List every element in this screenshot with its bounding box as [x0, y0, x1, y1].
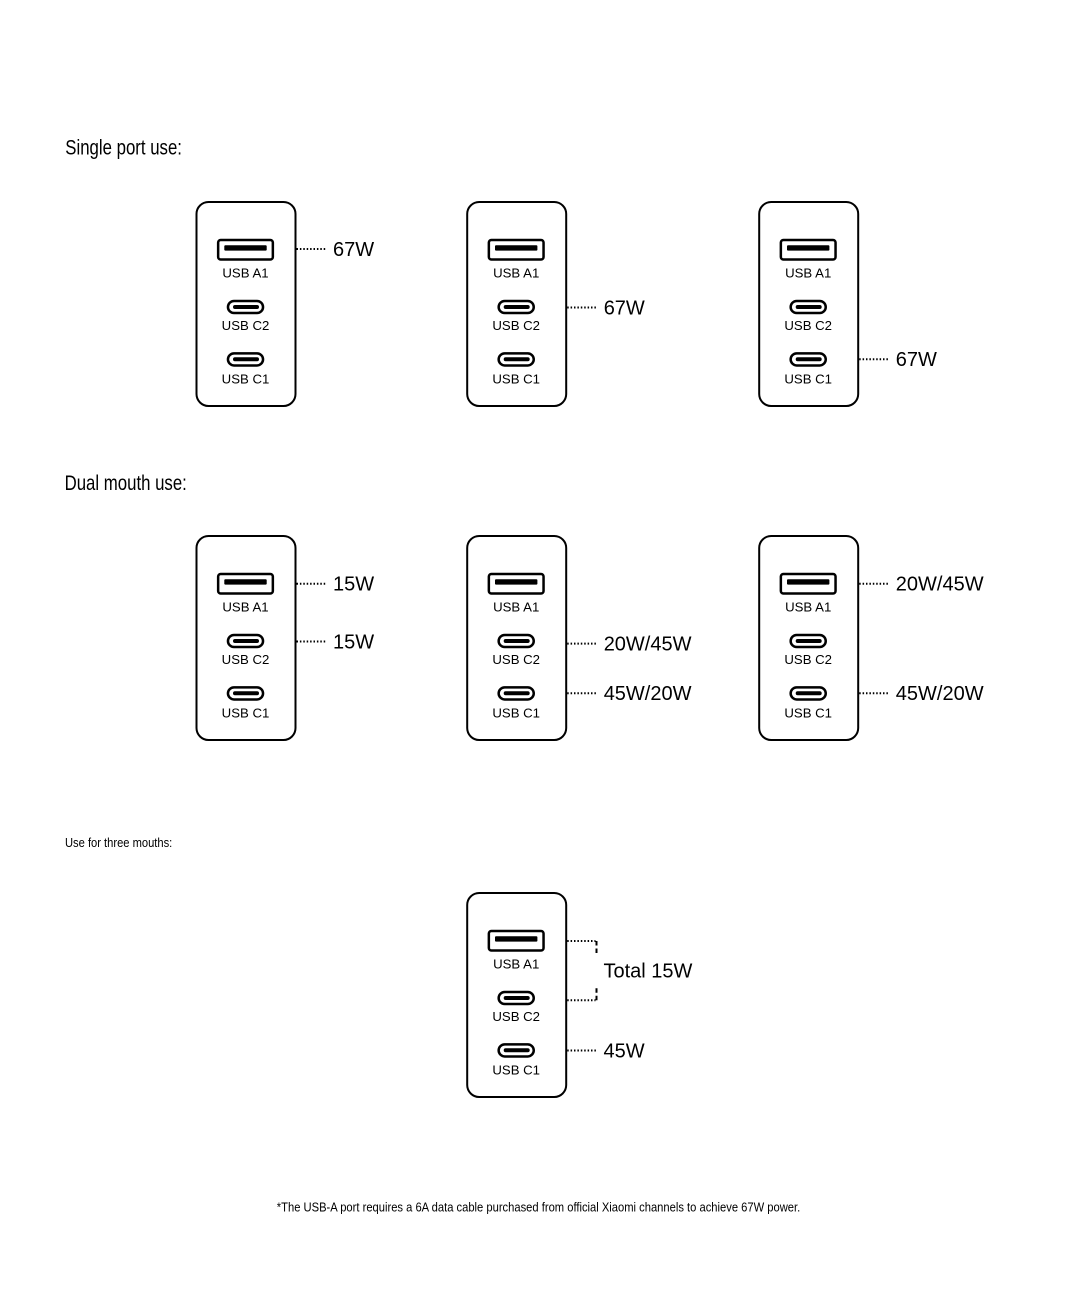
svg-text:Dual mouth use:: Dual mouth use:: [65, 473, 187, 496]
svg-text:67W: 67W: [333, 239, 374, 261]
svg-text:15W: 15W: [333, 631, 374, 653]
svg-text:20W/45W: 20W/45W: [604, 634, 692, 656]
svg-text:15W: 15W: [333, 574, 374, 596]
svg-text:20W/45W: 20W/45W: [896, 574, 984, 596]
svg-text:Use for three mouths:: Use for three mouths:: [65, 835, 172, 850]
svg-text:67W: 67W: [896, 349, 937, 371]
svg-text:Single port use:: Single port use:: [65, 137, 182, 160]
svg-text:45W: 45W: [604, 1040, 645, 1062]
svg-text:67W: 67W: [604, 297, 645, 319]
svg-text:*The USB-A port requires a 6A: *The USB-A port requires a 6A data cable…: [277, 1200, 800, 1215]
svg-text:45W/20W: 45W/20W: [896, 683, 984, 705]
svg-text:45W/20W: 45W/20W: [604, 683, 692, 705]
svg-text:Total 15W: Total 15W: [604, 960, 693, 982]
